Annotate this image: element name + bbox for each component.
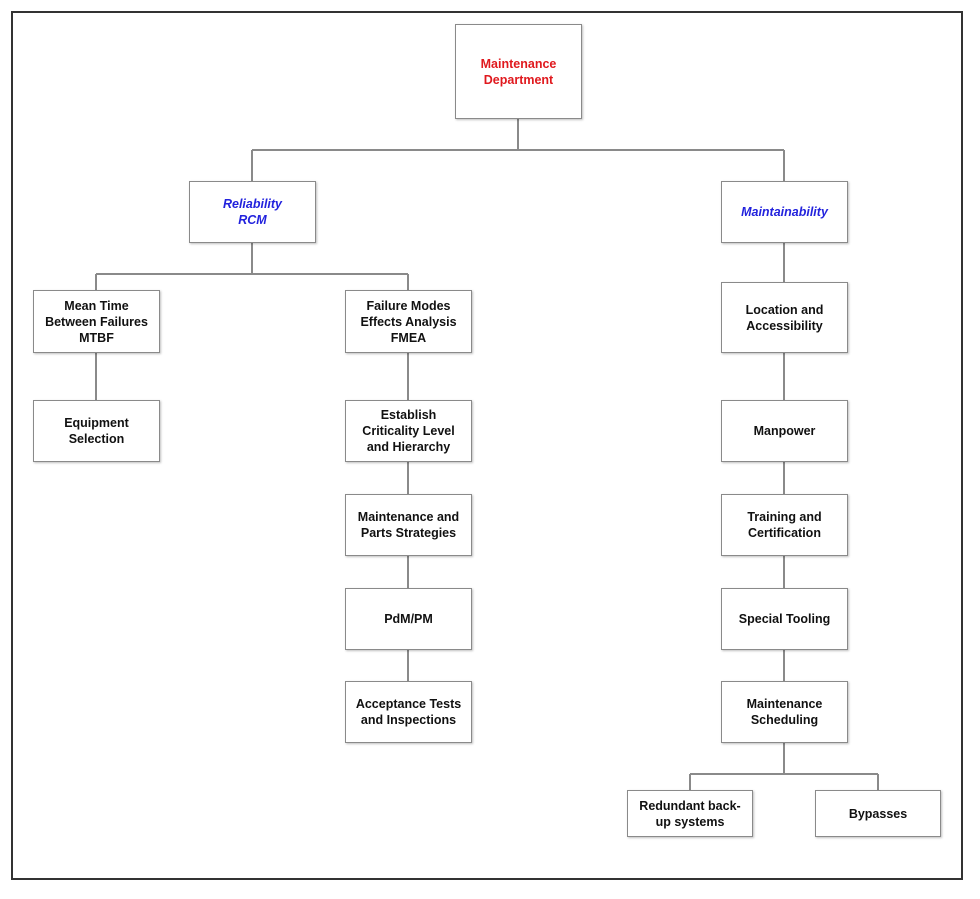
node-location-accessibility: Location and Accessibility bbox=[721, 282, 848, 353]
node-acceptance-tests: Acceptance Tests and Inspections bbox=[345, 681, 472, 743]
node-maintenance-scheduling: Maintenance Scheduling bbox=[721, 681, 848, 743]
node-special-tooling: Special Tooling bbox=[721, 588, 848, 650]
node-redundant-backup: Redundant back- up systems bbox=[627, 790, 753, 837]
node-training-certification: Training and Certification bbox=[721, 494, 848, 556]
node-fmea: Failure Modes Effects Analysis FMEA bbox=[345, 290, 472, 353]
node-mtbf: Mean Time Between Failures MTBF bbox=[33, 290, 160, 353]
node-manpower: Manpower bbox=[721, 400, 848, 462]
node-maintenance-parts: Maintenance and Parts Strategies bbox=[345, 494, 472, 556]
node-pdm-pm: PdM/PM bbox=[345, 588, 472, 650]
node-maintenance-department: Maintenance Department bbox=[455, 24, 582, 119]
node-equipment-selection: Equipment Selection bbox=[33, 400, 160, 462]
node-reliability-rcm: Reliability RCM bbox=[189, 181, 316, 243]
node-criticality: Establish Criticality Level and Hierarch… bbox=[345, 400, 472, 462]
node-maintainability: Maintainability bbox=[721, 181, 848, 243]
node-bypasses: Bypasses bbox=[815, 790, 941, 837]
